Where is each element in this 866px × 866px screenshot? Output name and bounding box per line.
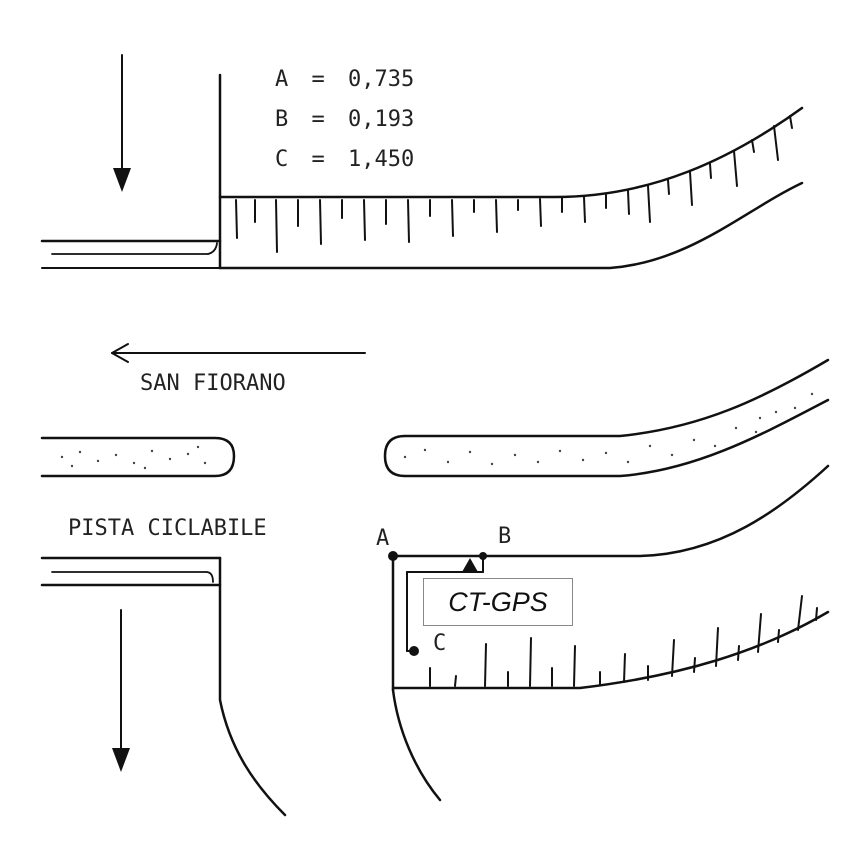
measurement-b-label: B <box>275 107 288 132</box>
measurement-c-eq: = <box>312 147 325 172</box>
bike-path-label: PISTA CICLABILE <box>68 516 267 541</box>
point-c-label: C <box>433 631 446 656</box>
measurement-a-value: 0,735 <box>348 67 414 92</box>
svg-text:A = 0,735: A = 0,735 <box>275 67 414 92</box>
measurement-a-label: A <box>275 67 288 92</box>
measurement-c-value: 1,450 <box>348 147 414 172</box>
point-a-label: A <box>376 526 389 551</box>
lower-left-road <box>40 556 287 817</box>
down-arrow-top <box>113 54 131 192</box>
svg-text:B = 0,193: B = 0,193 <box>275 107 414 132</box>
upper-embankment-hatching <box>235 115 793 253</box>
survey-points <box>388 551 487 656</box>
lower-right-road-edge <box>391 464 830 802</box>
street-name-label: SAN FIORANO <box>140 371 286 396</box>
upper-road-edge <box>40 73 804 270</box>
point-b-label: B <box>498 524 511 549</box>
measurement-table: A = 0,735 B = 0,193 C = 1,450 <box>275 67 414 172</box>
down-arrow-bottom <box>112 609 130 772</box>
measurement-c-label: C <box>275 147 288 172</box>
gps-station-triangle-icon <box>462 558 478 572</box>
lower-embankment-hatching <box>429 595 818 687</box>
gps-station-label: CT-GPS <box>448 586 548 617</box>
measurement-b-value: 0,193 <box>348 107 414 132</box>
gps-station-label-box: CT-GPS <box>423 578 573 626</box>
point-a-marker <box>388 551 398 561</box>
left-arrow <box>111 343 366 363</box>
measurement-b-eq: = <box>312 107 325 132</box>
svg-text:C = 1,450: C = 1,450 <box>275 147 414 172</box>
left-median-island <box>40 436 236 478</box>
measurement-a-eq: = <box>312 67 325 92</box>
right-median-island <box>383 358 830 478</box>
